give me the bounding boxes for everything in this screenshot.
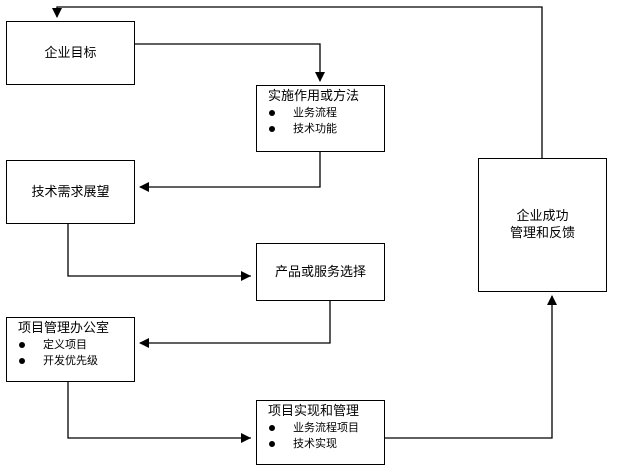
node-product-or-service-selection[interactable]: 产品或服务选择 — [256, 243, 385, 301]
node-technology-demand-title: 技术需求展望 — [31, 184, 110, 200]
bullet-dot-icon — [19, 358, 25, 364]
list-item: 技术实现 — [257, 436, 384, 452]
list-item: 技术功能 — [257, 121, 384, 137]
edge-implementation-to-technology-demand — [139, 152, 321, 192]
list-item: 业务流程 — [257, 105, 384, 121]
edge-enterprise-success-to-enterprise-goal — [52, 6, 543, 158]
list-item-label: 定义项目 — [43, 338, 87, 351]
node-pmo-title: 项目管理办公室 — [18, 321, 110, 336]
bullet-dot-icon — [19, 342, 25, 348]
bullet-dot-icon — [269, 126, 275, 132]
node-project-implementation-title: 项目实现和管理 — [268, 404, 360, 419]
node-implementation-role-or-method[interactable]: 实施作用或方法 业务流程 技术功能 — [256, 85, 385, 152]
node-technology-demand-outlook[interactable]: 技术需求展望 — [6, 160, 135, 224]
node-enterprise-success-title: 企业成功 — [516, 209, 569, 224]
bullet-dot-icon — [269, 425, 275, 431]
edge-enterprise-goal-to-implementation — [135, 43, 325, 82]
edge-product-selection-to-pmo — [139, 301, 331, 348]
node-enterprise-success-subtitle: 管理和反馈 — [509, 226, 575, 241]
list-item-label: 技术功能 — [293, 122, 337, 135]
list-item: 定义项目 — [7, 337, 134, 353]
list-item: 业务流程项目 — [257, 420, 384, 436]
node-implementation-title: 实施作用或方法 — [268, 89, 360, 104]
list-item-label: 技术实现 — [293, 437, 337, 450]
edge-pmo-to-project-implementation — [67, 382, 251, 443]
bullet-dot-icon — [269, 441, 275, 447]
node-project-implementation-and-management[interactable]: 项目实现和管理 业务流程项目 技术实现 — [256, 400, 385, 465]
node-enterprise-goal-title: 企业目标 — [44, 45, 97, 61]
list-item-label: 业务流程 — [293, 106, 337, 119]
node-pmo-bullets: 定义项目 开发优先级 — [7, 337, 134, 369]
list-item-label: 业务流程项目 — [293, 421, 359, 434]
list-item-label: 开发优先级 — [43, 354, 98, 367]
edge-project-implementation-to-enterprise-success — [385, 295, 557, 439]
node-project-implementation-bullets: 业务流程项目 技术实现 — [257, 420, 384, 452]
bullet-dot-icon — [269, 110, 275, 116]
node-product-selection-title: 产品或服务选择 — [274, 264, 366, 280]
node-enterprise-goal[interactable]: 企业目标 — [6, 21, 135, 85]
node-implementation-bullets: 业务流程 技术功能 — [257, 105, 384, 137]
node-enterprise-success[interactable]: 企业成功 管理和反馈 — [478, 158, 607, 292]
node-project-management-office[interactable]: 项目管理办公室 定义项目 开发优先级 — [6, 317, 135, 382]
edge-technology-demand-to-product-selection — [67, 224, 251, 281]
list-item: 开发优先级 — [7, 353, 134, 369]
